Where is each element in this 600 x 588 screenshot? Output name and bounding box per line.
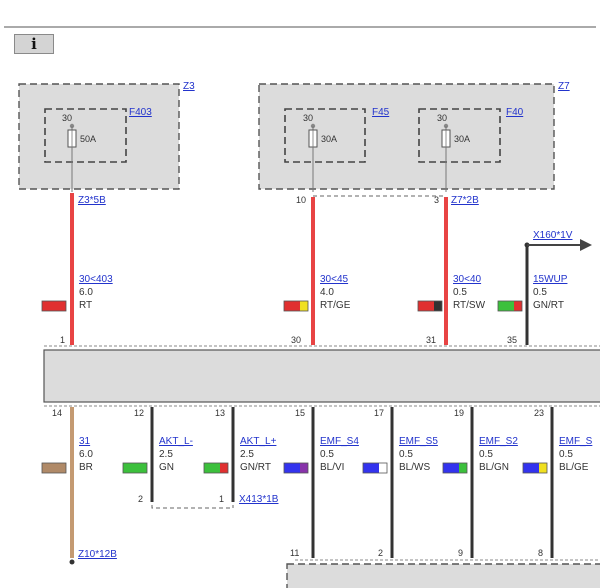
connector-z7-2b[interactable]: Z7*2B [451,195,479,206]
pin-label-31: 31 [426,335,436,345]
wire-color-swatch [363,463,379,473]
fuse-f403-pin: 30 [62,113,72,123]
svg-text:BL/VI: BL/VI [320,462,344,473]
fuse-f45-pin: 30 [303,113,313,123]
module-z3-box [18,83,180,190]
svg-text:6.0: 6.0 [79,287,93,298]
svg-text:4.0: 4.0 [320,287,334,298]
wire-color-swatch [284,463,300,473]
svg-text:GN: GN [159,462,174,473]
circuit-emf-s4[interactable]: EMF_S4 [320,436,359,447]
pin-label-19: 19 [454,408,464,418]
pin-label-15: 15 [295,408,305,418]
circuit-31[interactable]: 31 [79,436,91,447]
circuit-akt-l-minus[interactable]: AKT_L- [159,436,193,447]
pin-label-12: 12 [134,408,144,418]
wire-color-swatch [122,462,148,474]
pin-label-11: 11 [290,548,299,558]
pin-label-9: 9 [458,548,463,558]
connector-x413 [151,505,234,509]
pin-label-13: 13 [215,408,225,418]
svg-text:GN/RT: GN/RT [240,462,271,473]
svg-text:0.5: 0.5 [479,449,493,460]
circuit-30-403[interactable]: 30<403 [79,274,113,285]
svg-text:2.5: 2.5 [240,449,254,460]
svg-text:2.5: 2.5 [159,449,173,460]
svg-text:BL/WS: BL/WS [399,462,430,473]
fuse-f45-frame [284,108,366,163]
pin-label-2-lower: 2 [378,548,383,558]
pin-label-17: 17 [374,408,384,418]
fuse-f45-rating: 30A [321,134,337,144]
fuse-f45-label[interactable]: F45 [372,107,390,118]
pin-label-10: 10 [296,195,306,205]
wire-color-swatch [443,463,459,473]
fuse-f40-pin: 30 [437,113,447,123]
wire-color-swatch [418,301,434,311]
pin-label-2: 2 [138,494,143,504]
svg-text:RT/GE: RT/GE [320,300,351,311]
svg-text:0.5: 0.5 [453,287,467,298]
circuit-emf-s5[interactable]: EMF_S5 [399,436,438,447]
wire-color-swatch [41,300,67,312]
svg-text:GN/RT: GN/RT [533,300,564,311]
svg-text:BL/GE: BL/GE [559,462,589,473]
wire-color-swatch [284,301,300,311]
svg-text:RT/SW: RT/SW [453,300,486,311]
circuit-30-40[interactable]: 30<40 [453,274,482,285]
fuse-f403-rating: 50A [80,134,96,144]
module-z3-label[interactable]: Z3 [183,81,195,92]
svg-text:6.0: 6.0 [79,449,93,460]
pin-label-1: 1 [60,335,65,345]
wire-color-swatch [498,301,514,311]
fuse-f403-label[interactable]: F403 [129,107,152,118]
svg-text:BR: BR [79,462,93,473]
pin-label-1-x413: 1 [219,494,224,504]
info-button[interactable]: i [14,34,54,54]
pin-label-3: 3 [434,195,439,205]
circuit-emf-s2[interactable]: EMF_S2 [479,436,518,447]
pin-label-23: 23 [534,408,544,418]
pin-label-14: 14 [52,408,62,418]
connector-z3-5b[interactable]: Z3*5B [78,195,106,206]
wire-color-swatch [41,462,67,474]
module-z7-label[interactable]: Z7 [558,81,570,92]
circuit-emf-s[interactable]: EMF_S [559,436,593,447]
connector-x160-1v[interactable]: X160*1V [533,230,573,241]
wire-color-swatch [204,463,220,473]
svg-text:BL/GN: BL/GN [479,462,509,473]
pin-label-8: 8 [538,548,543,558]
module-z7-box [258,83,555,190]
circuit-30-45[interactable]: 30<45 [320,274,349,285]
fuse-f40-rating: 30A [454,134,470,144]
svg-text:0.5: 0.5 [559,449,573,460]
svg-text:RT: RT [79,300,92,311]
wire-color-swatch [523,463,539,473]
circuit-akt-l-plus[interactable]: AKT_L+ [240,436,277,447]
svg-text:0.5: 0.5 [399,449,413,460]
arrow-right-icon [580,239,592,251]
circuit-15wup[interactable]: 15WUP [533,274,568,285]
pin-label-30: 30 [291,335,301,345]
connector-z10-12b[interactable]: Z10*12B [78,549,117,560]
svg-text:0.5: 0.5 [320,449,334,460]
fuse-f40-label[interactable]: F40 [506,107,524,118]
lower-module [286,563,600,588]
connector-x413-1b[interactable]: X413*1B [239,494,279,505]
svg-text:0.5: 0.5 [533,287,547,298]
pin-label-35: 35 [507,335,517,345]
central-module [43,349,600,403]
